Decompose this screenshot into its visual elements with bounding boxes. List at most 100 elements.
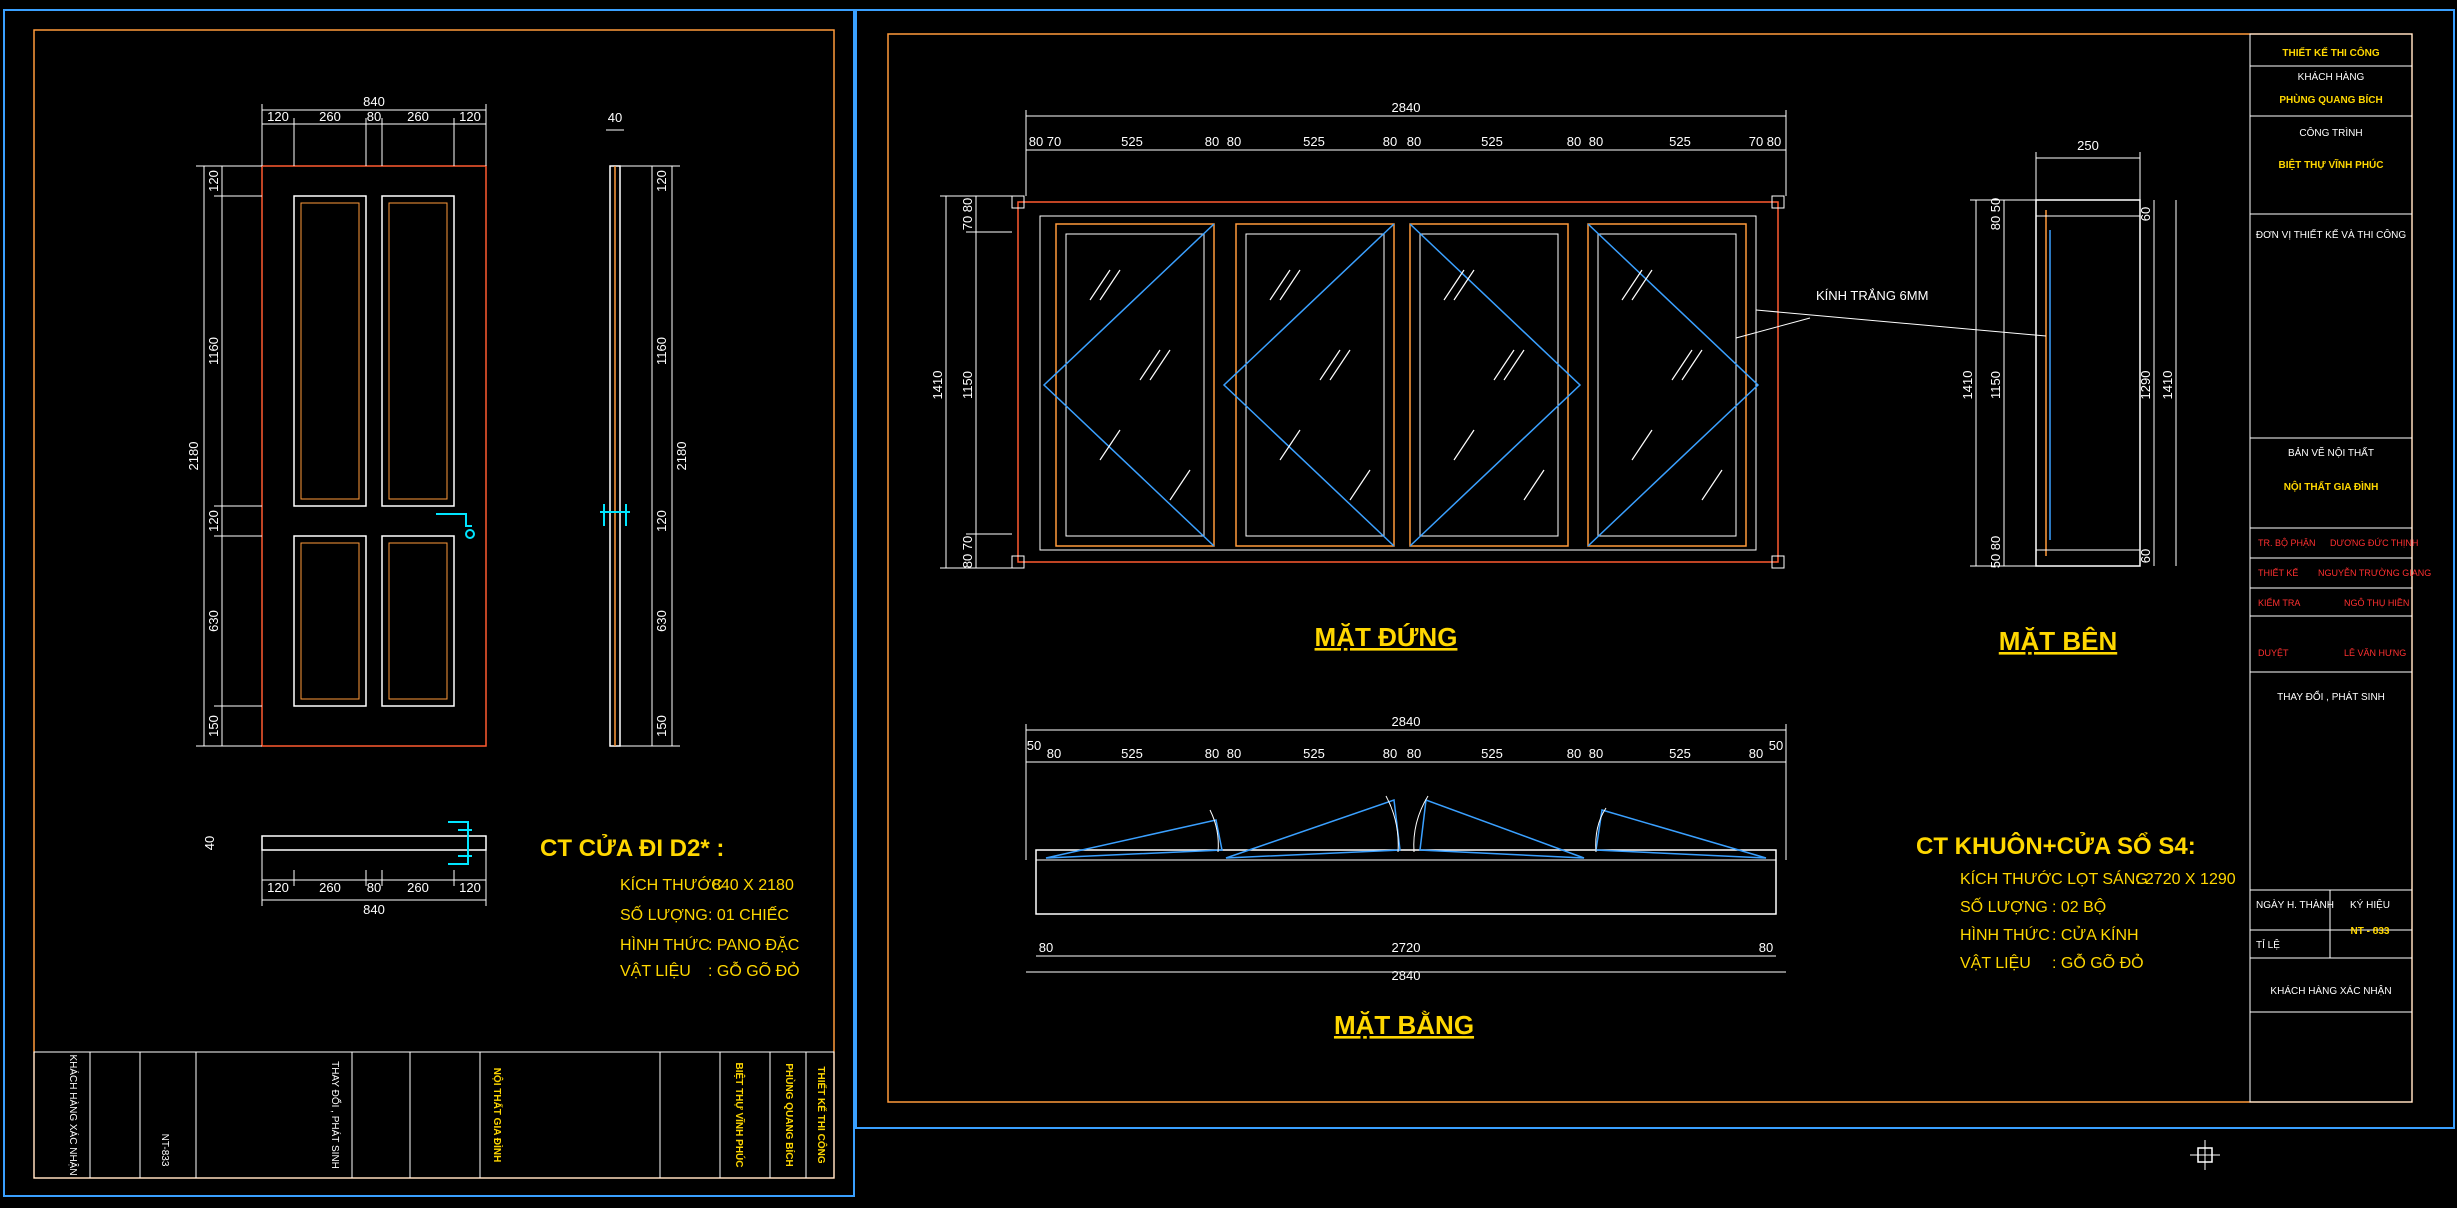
plan-dim-14: 50 (1769, 738, 1783, 753)
elev-dim-10: 80 (1567, 134, 1581, 149)
door-panel-br (381, 535, 455, 707)
tb-client-label: KHÁCH HÀNG (2298, 70, 2365, 83)
elev-height: 1410 (930, 371, 945, 400)
sheet1-frame (3, 9, 855, 1197)
plan-dim-6: 525 (1303, 746, 1325, 761)
elev-dim-5: 80 (1227, 134, 1241, 149)
plan-inner-left: 80 (1039, 940, 1053, 955)
door-dim-3: 80 (367, 109, 381, 124)
tb-name-1: DƯƠNG ĐỨC THỊNH (2330, 538, 2418, 548)
door-panel-bl (293, 535, 367, 707)
door-vdim-1: 120 (206, 170, 221, 192)
elev-dim-3: 525 (1121, 134, 1143, 149)
sheet2-titleblock: THIẾT KẾ THI CÔNG KHÁCH HÀNG PHÙNG QUANG… (2249, 33, 2431, 1103)
plan-dim-11: 80 (1589, 746, 1603, 761)
door-vdim-2: 1160 (206, 337, 221, 365)
door-plan-dim-2: 260 (319, 880, 341, 895)
door-side-thk: 40 (608, 110, 622, 125)
side-inner-left: 1150 (1988, 371, 2003, 399)
door-side-section: 40 1160 120 120 630 150 2180 (600, 110, 689, 747)
door-side-vdim-1: 120 (654, 170, 669, 192)
side-top-small: 80 50 (1988, 198, 2003, 231)
plan-inner-right: 80 (1759, 940, 1773, 955)
door-panel-tl-inner (300, 202, 360, 500)
elev-dim-8: 80 (1407, 134, 1421, 149)
door-dim-2: 260 (319, 109, 341, 124)
elev-dim-1: 80 (1029, 134, 1043, 149)
door-handle-icon (436, 513, 472, 527)
elev-dim-7: 80 (1383, 134, 1397, 149)
tb-drawing: NỘI THẤT GIA ĐÌNH (2284, 480, 2379, 493)
plan-dim-12: 525 (1669, 746, 1691, 761)
door-spec-label-1: KÍCH THƯỚC (620, 875, 723, 894)
s1-tb-confirm: KHÁCH HÀNG XÁC NHẬN (67, 1054, 80, 1175)
door-plan-dim-3: 80 (367, 880, 381, 895)
window-spec-label-4: VẬT LIỆU (1960, 953, 2031, 972)
sheet2-border (887, 33, 2413, 1103)
tb-designer-label: ĐƠN VỊ THIẾT KẾ VÀ THI CÔNG (2256, 228, 2406, 241)
tb-project: BIỆT THỰ VĨNH PHÚC (2279, 158, 2384, 171)
sheet1-border (33, 29, 835, 1179)
door-vdim-5: 150 (206, 715, 221, 737)
sheet2-frame (855, 9, 2455, 1129)
tb-client: PHÙNG QUANG BÍCH (2279, 93, 2382, 106)
elevation-caption: MẶT ĐỨNG (1315, 622, 1458, 652)
elev-dim-12: 525 (1669, 134, 1691, 149)
elevation-top-dims: 2840 80 70 525 80 80 525 80 80 525 80 80… (1025, 100, 1787, 196)
plan-overall: 2840 (1392, 714, 1421, 729)
crosshair-cursor-icon[interactable] (2190, 1140, 2220, 1170)
door-side-vdim-2: 1160 (654, 337, 669, 365)
elev-bottom-small: 80 70 (960, 536, 975, 569)
elev-dim-14: 80 (1767, 134, 1781, 149)
plan-caption: MẶT BẰNG (1334, 1010, 1474, 1040)
tb-role-1: TR. BỘ PHẬN (2258, 538, 2316, 548)
window-spec: CT KHUÔN+CỬA SỔ S4: KÍCH THƯỚC LỌT SÁNG … (1916, 831, 2236, 972)
plan-dim-4: 80 (1205, 746, 1219, 761)
door-side-vdim-5: 150 (654, 715, 669, 737)
sash-3-swing (1409, 223, 1582, 547)
tb-project-label: CÔNG TRÌNH (2299, 126, 2362, 139)
plan-dim-7: 80 (1383, 746, 1397, 761)
window-spec-value-1: : 2720 X 1290 (2136, 871, 2236, 888)
elev-dim-11: 80 (1589, 134, 1603, 149)
plan-dim-2: 80 (1047, 746, 1061, 761)
elev-dim-2: 70 (1047, 134, 1061, 149)
plan-overall-bottom: 2840 (1392, 968, 1421, 983)
plan-dim-8: 80 (1407, 746, 1421, 761)
door-plan-thk: 40 (202, 836, 217, 850)
door-spec-title: CT CỬA ĐI D2* : (540, 833, 724, 862)
door-spec-value-2: : 01 CHIẾC (708, 905, 789, 924)
door-plan-dim-5: 120 (459, 880, 481, 895)
window-elevation: KÍNH TRẮNG 6MM (1011, 195, 1928, 569)
door-side-handle-icon (600, 504, 630, 526)
plan-dim-5: 80 (1227, 746, 1241, 761)
elev-dim-9: 525 (1481, 134, 1503, 149)
door-vdim-4: 630 (206, 610, 221, 632)
door-lock-icon (465, 529, 475, 539)
door-plan: 40 120 260 80 260 120 840 (202, 821, 487, 917)
door-spec-value-4: : GỖ GÕ ĐỎ (708, 960, 800, 980)
side-bottom-right: 60 (2138, 549, 2153, 563)
side-inner-right: 1290 (2138, 371, 2153, 400)
s1-tb-code: NT-833 (159, 1134, 170, 1167)
window-frame (1017, 201, 1779, 563)
plan-dim-3: 525 (1121, 746, 1143, 761)
door-side-vdim-4: 630 (654, 610, 669, 632)
door-height-label: 2180 (186, 442, 201, 471)
side-height-right: 1410 (2160, 371, 2175, 400)
door-elevation (261, 165, 487, 747)
plan-dim-13: 80 (1749, 746, 1763, 761)
door-spec-label-3: HÌNH THỨC (620, 935, 710, 954)
elev-dim-13: 70 (1749, 134, 1763, 149)
glass-note: KÍNH TRẮNG 6MM (1816, 288, 1928, 303)
door-side-vdim-3: 120 (654, 510, 669, 532)
tb-scale-label: TỈ LỆ (2256, 938, 2280, 951)
tb-drawing-label: BẢN VẼ NỘI THẤT (2288, 446, 2374, 459)
elev-dim-4: 80 (1205, 134, 1219, 149)
door-plan-dim-1: 120 (267, 880, 289, 895)
door-panel-bl-inner (300, 542, 360, 700)
door-dim-4: 260 (407, 109, 429, 124)
plan-dim-9: 525 (1481, 746, 1503, 761)
door-dim-5: 120 (459, 109, 481, 124)
